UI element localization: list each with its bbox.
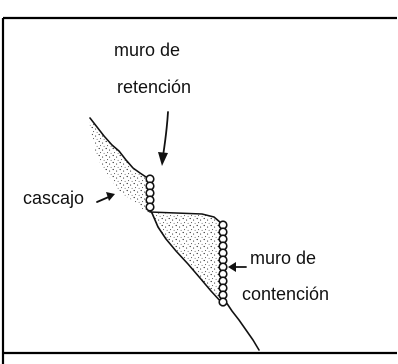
label-muro-contencion-line1: muro de bbox=[250, 248, 316, 268]
label-cascajo: cascajo bbox=[23, 188, 84, 208]
muro-de-retencion-wall bbox=[145, 174, 155, 212]
label-muro-retencion-line2: retención bbox=[117, 77, 191, 97]
label-muro-contencion-line2: contención bbox=[242, 284, 329, 304]
lower-slope-profile bbox=[225, 301, 260, 351]
muro-de-contencion-wall bbox=[218, 220, 228, 307]
label-muro-retencion-line1: muro de bbox=[114, 40, 180, 60]
arrow-cascajo bbox=[96, 192, 115, 203]
slope-profile bbox=[89, 117, 147, 178]
under-slope-line bbox=[151, 212, 223, 304]
arrow-muro-retencion bbox=[158, 111, 169, 166]
diagram-frame bbox=[1, 16, 397, 364]
upper-terrace bbox=[149, 211, 222, 224]
cascajo-fill-upper bbox=[89, 118, 152, 214]
cascajo-fill-lower bbox=[150, 212, 226, 306]
arrow-muro-contencion bbox=[228, 262, 247, 272]
